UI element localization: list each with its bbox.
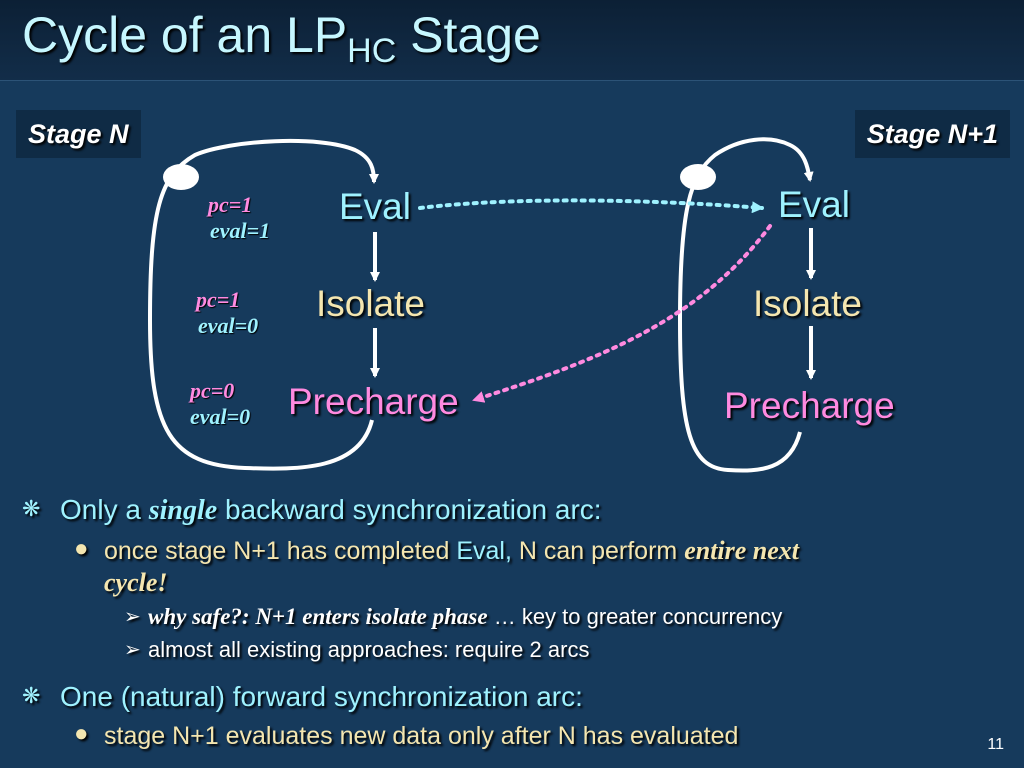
signal-state-isolate: pc=1 eval=0 xyxy=(196,287,258,339)
bullet-text: N can perform xyxy=(511,537,685,565)
stage-n1-cycle-loop xyxy=(677,137,814,473)
stage-n-label: Stage N xyxy=(16,110,141,158)
stage-n-isolate: Isolate xyxy=(316,283,426,324)
slide-title: Cycle of an LPHC Stage xyxy=(22,8,541,70)
stage-n1-label: Stage N+1 xyxy=(854,110,1010,158)
title-subscript: HC xyxy=(347,32,397,70)
bullet-text: One (natural) forward synchronization ar… xyxy=(60,681,583,712)
bullet-emphasis: cycle! xyxy=(104,568,168,597)
asterisk-icon: ❋ xyxy=(22,683,41,708)
stage-n-token xyxy=(163,164,199,190)
signal-pc: pc=1 xyxy=(208,192,253,217)
title-main: Cycle of an LP xyxy=(22,7,348,63)
arrow-right-icon: ➢ xyxy=(124,639,141,661)
backward-sync-arc xyxy=(472,224,772,403)
bullet-emphasis: single xyxy=(148,495,218,526)
bullet-backward-arc: ❋ Only a single backward synchronization… xyxy=(22,494,602,527)
title-tail: Stage xyxy=(396,7,541,63)
asterisk-icon: ❋ xyxy=(22,496,41,521)
bullet-eval-word: Eval xyxy=(456,537,505,565)
signal-state-eval: pc=1 eval=1 xyxy=(208,192,270,244)
bullet-emphasis: entire next xyxy=(684,536,800,565)
signal-eval: eval=1 xyxy=(210,218,271,243)
stage-n-eval: Eval xyxy=(339,186,411,227)
stage-n1-isolate: Isolate xyxy=(753,283,863,324)
bullet-existing-approaches: ➢ almost all existing approaches: requir… xyxy=(124,637,590,663)
dot-icon: ● xyxy=(74,535,89,562)
bullet-comma: , xyxy=(504,537,512,565)
signal-pc: pc=0 xyxy=(190,378,235,403)
bullet-text: almost all existing approaches: require … xyxy=(148,637,590,662)
bullet-emphasis: why safe?: N+1 enters isolate phase xyxy=(148,604,488,629)
bullet-text: stage N+1 evaluates new data only after … xyxy=(104,722,739,750)
bullet-ellipsis: … xyxy=(487,604,522,629)
signal-state-precharge: pc=0 eval=0 xyxy=(190,378,250,430)
bullet-text: once stage N+1 has completed xyxy=(104,537,457,565)
bullet-text: key to greater concurrency xyxy=(521,604,783,629)
signal-pc: pc=1 xyxy=(196,287,241,312)
signal-eval: eval=0 xyxy=(190,404,251,429)
title-bar: Cycle of an LPHC Stage xyxy=(0,0,1024,81)
stage-n1-eval: Eval xyxy=(778,184,850,225)
bullet-text: Only a xyxy=(60,494,149,525)
stage-n-cycle-loop xyxy=(147,138,379,471)
signal-eval: eval=0 xyxy=(198,313,259,338)
bullet-evaluates-new-data: ● stage N+1 evaluates new data only afte… xyxy=(74,720,739,752)
stage-n1-token xyxy=(680,164,716,190)
bullet-why-safe: ➢ why safe?: N+1 enters isolate phase … … xyxy=(124,604,783,630)
forward-sync-arc xyxy=(418,198,764,214)
dot-icon: ● xyxy=(74,720,89,747)
bullet-text: backward synchronization arc: xyxy=(217,494,602,525)
bullet-once-stage: ● once stage N+1 has completed Eval, N c… xyxy=(74,535,984,599)
cycle-diagram xyxy=(147,137,816,473)
bullet-forward-arc: ❋ One (natural) forward synchronization … xyxy=(22,681,583,713)
page-number: 11 xyxy=(987,736,1004,753)
stage-n1-precharge: Precharge xyxy=(724,385,895,426)
stage-n-precharge: Precharge xyxy=(288,381,459,422)
arrow-right-icon: ➢ xyxy=(124,606,141,628)
